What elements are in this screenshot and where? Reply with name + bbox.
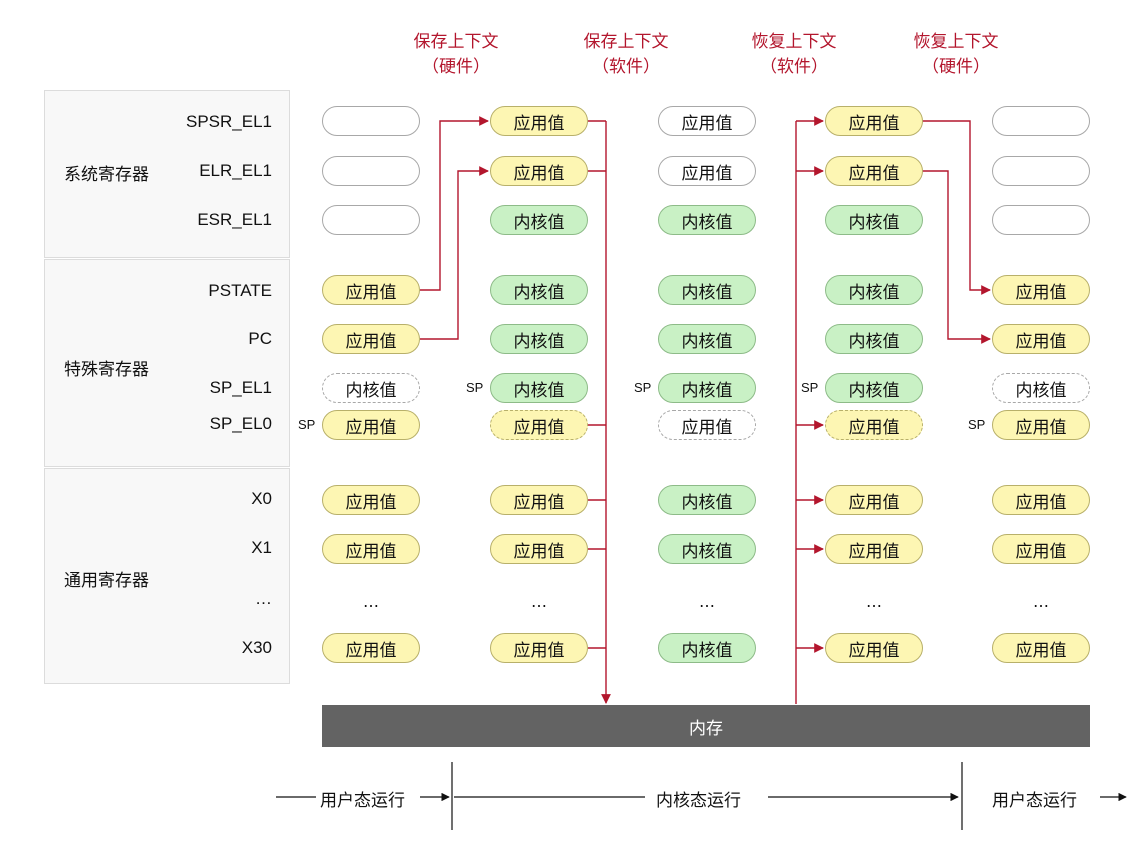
timeline-kernel-mode: 内核态运行 (652, 786, 745, 811)
col3-elr-app: 应用值 (658, 156, 756, 186)
special-registers-panel (44, 259, 290, 467)
col2-sp-el1-kernel: 内核值 (490, 373, 588, 403)
col4-x1-app: 应用值 (825, 534, 923, 564)
col1-esr-empty (322, 205, 420, 235)
col4-sp-marker: SP (801, 380, 819, 395)
col3-spsr-app: 应用值 (658, 106, 756, 136)
col3-pc-kernel: 内核值 (658, 324, 756, 354)
col3-sp-el0-app: 应用值 (658, 410, 756, 440)
col2-spsr-app: 应用值 (490, 106, 588, 136)
col3-esr-kernel: 内核值 (658, 205, 756, 235)
col5-sp-el1-kernel: 内核值 (992, 373, 1090, 403)
col2-sp-marker: SP (466, 380, 484, 395)
header-restore-hw-sub: （硬件） (922, 57, 990, 77)
col4-sp-el0-app: 应用值 (825, 410, 923, 440)
col1-x1-app: 应用值 (322, 534, 420, 564)
reg-spsr-el1: SPSR_EL1 (186, 112, 272, 131)
col5-ellipsis: … (1033, 592, 1049, 611)
header-save-hw-title: 保存上下文 (413, 32, 499, 52)
col1-pc-app: 应用值 (322, 324, 420, 354)
header-restore-sw-sub: （软件） (760, 57, 828, 77)
header-save-sw-title: 保存上下文 (583, 32, 669, 52)
col3-x1-kernel: 内核值 (658, 534, 756, 564)
col2-esr-kernel: 内核值 (490, 205, 588, 235)
col5-x30-app: 应用值 (992, 633, 1090, 663)
col5-sp-marker: SP (968, 417, 986, 432)
col3-sp-marker: SP (634, 380, 652, 395)
reg-pc: PC (248, 329, 272, 348)
col3-x30-kernel: 内核值 (658, 633, 756, 663)
reg-esr-el1: ESR_EL1 (197, 210, 272, 229)
col4-elr-app: 应用值 (825, 156, 923, 186)
col2-x0-app: 应用值 (490, 485, 588, 515)
col4-esr-kernel: 内核值 (825, 205, 923, 235)
col5-elr-empty (992, 156, 1090, 186)
col2-x1-app: 应用值 (490, 534, 588, 564)
col1-sp-marker: SP (298, 417, 316, 432)
reg-ellipsis: … (255, 589, 272, 608)
col1-x0-app: 应用值 (322, 485, 420, 515)
header-restore-sw-title: 恢复上下文 (751, 32, 837, 52)
col4-pstate-kernel: 内核值 (825, 275, 923, 305)
col5-pstate-app: 应用值 (992, 275, 1090, 305)
col5-sp-el0-app: 应用值 (992, 410, 1090, 440)
col1-sp-el0-app: 应用值 (322, 410, 420, 440)
header-save-hw-sub: （硬件） (422, 57, 490, 77)
col4-ellipsis: … (866, 592, 882, 611)
col4-sp-el1-kernel: 内核值 (825, 373, 923, 403)
timeline-user-mode-after: 用户态运行 (988, 786, 1081, 811)
general-registers-panel (44, 468, 290, 684)
col2-sp-el0-app: 应用值 (490, 410, 588, 440)
col1-spsr-empty (322, 106, 420, 136)
col5-spsr-empty (992, 106, 1090, 136)
reg-x30: X30 (241, 638, 272, 657)
col2-pc-kernel: 内核值 (490, 324, 588, 354)
group-title-system: 系统寄存器 (64, 165, 149, 185)
col5-pc-app: 应用值 (992, 324, 1090, 354)
timeline-user-mode-before: 用户态运行 (316, 786, 409, 811)
col3-ellipsis: … (699, 592, 715, 611)
reg-x0: X0 (251, 489, 272, 508)
col4-x30-app: 应用值 (825, 633, 923, 663)
col2-elr-app: 应用值 (490, 156, 588, 186)
col2-pstate-kernel: 内核值 (490, 275, 588, 305)
col4-x0-app: 应用值 (825, 485, 923, 515)
col1-elr-empty (322, 156, 420, 186)
col2-ellipsis: … (531, 592, 547, 611)
header-restore-hw: 恢复上下文 （硬件） (886, 30, 1026, 80)
reg-pstate: PSTATE (208, 281, 272, 300)
col5-x0-app: 应用值 (992, 485, 1090, 515)
col1-x30-app: 应用值 (322, 633, 420, 663)
col1-pstate-app: 应用值 (322, 275, 420, 305)
reg-elr-el1: ELR_EL1 (199, 161, 272, 180)
col1-sp-el1-kernel: 内核值 (322, 373, 420, 403)
group-title-special: 特殊寄存器 (64, 360, 149, 380)
col5-x1-app: 应用值 (992, 534, 1090, 564)
col2-x30-app: 应用值 (490, 633, 588, 663)
col3-pstate-kernel: 内核值 (658, 275, 756, 305)
reg-x1: X1 (251, 538, 272, 557)
col4-pc-kernel: 内核值 (825, 324, 923, 354)
header-save-hw: 保存上下文 （硬件） (386, 30, 526, 80)
col5-esr-empty (992, 205, 1090, 235)
memory-bar: 内存 (322, 705, 1090, 747)
group-title-general: 通用寄存器 (64, 571, 149, 591)
system-registers-panel (44, 90, 290, 258)
reg-sp-el0: SP_EL0 (209, 414, 272, 433)
col4-spsr-app: 应用值 (825, 106, 923, 136)
header-save-sw: 保存上下文 （软件） (556, 30, 696, 80)
header-restore-sw: 恢复上下文 （软件） (724, 30, 864, 80)
header-save-sw-sub: （软件） (592, 57, 660, 77)
col1-ellipsis: … (363, 592, 379, 611)
col3-sp-el1-kernel: 内核值 (658, 373, 756, 403)
col3-x0-kernel: 内核值 (658, 485, 756, 515)
reg-sp-el1: SP_EL1 (209, 378, 272, 397)
header-restore-hw-title: 恢复上下文 (913, 32, 999, 52)
